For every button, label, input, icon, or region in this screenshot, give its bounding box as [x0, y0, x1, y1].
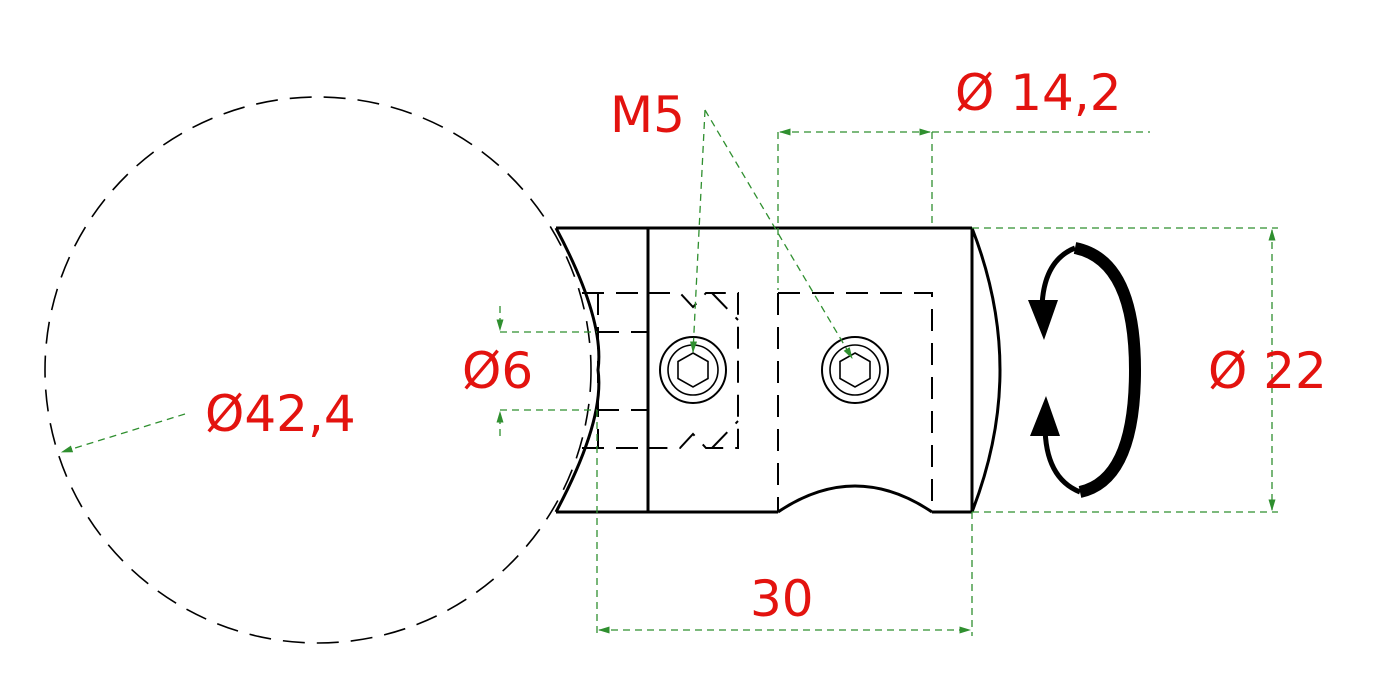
outer-diameter-label: Ø 22	[1208, 342, 1327, 400]
hidden-lines	[582, 292, 933, 512]
pipe-outline	[44, 96, 592, 644]
pipe-diameter-label: Ø42,4	[205, 385, 356, 443]
rotate-arrows-icon	[1028, 242, 1142, 498]
dimension-lines	[60, 109, 1278, 636]
thread-label: M5	[610, 86, 685, 144]
hex-socket-screw-icon	[821, 336, 889, 404]
groove-diameter-label: Ø 14,2	[955, 64, 1122, 122]
length-label: 30	[750, 570, 814, 628]
bore-diameter-label: Ø6	[462, 342, 533, 400]
hex-socket-screw-icon	[659, 336, 727, 404]
